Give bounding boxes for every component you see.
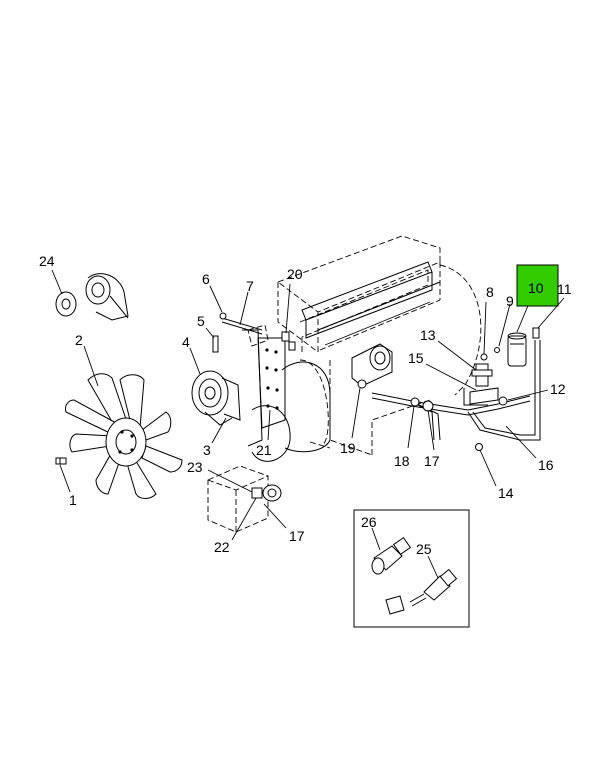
callout-21: 21 bbox=[256, 442, 272, 458]
callout-24: 24 bbox=[39, 253, 55, 269]
callout-17-lower: 17 bbox=[289, 528, 305, 544]
part-5-stud bbox=[212, 335, 219, 353]
highlight-box-10 bbox=[516, 264, 559, 307]
part-13-sensor bbox=[469, 363, 499, 405]
callout-12: 12 bbox=[550, 381, 566, 397]
timing-cover bbox=[242, 329, 331, 453]
callout-22: 22 bbox=[214, 539, 230, 555]
callout-11: 11 bbox=[557, 281, 572, 297]
callout-25: 25 bbox=[416, 541, 432, 557]
callout-17: 17 bbox=[424, 453, 440, 469]
part-21-gasket bbox=[251, 337, 291, 462]
part-24-pulley-pump bbox=[55, 273, 129, 321]
part-1-bolt bbox=[55, 457, 67, 465]
callout-13: 13 bbox=[420, 327, 436, 343]
callout-3: 3 bbox=[203, 442, 211, 458]
callout-14: 14 bbox=[498, 485, 514, 501]
part-19-thermostat-housing bbox=[351, 343, 393, 389]
part-26-sensor bbox=[371, 536, 412, 575]
leader-lines bbox=[51, 269, 565, 579]
part-8-fitting bbox=[480, 353, 488, 361]
detail-block-22-23 bbox=[207, 465, 282, 533]
callout-19: 19 bbox=[340, 440, 356, 456]
callout-15: 15 bbox=[408, 350, 424, 366]
part-7-bracket bbox=[219, 312, 263, 335]
callout-4: 4 bbox=[182, 334, 190, 350]
part-20-fitting bbox=[281, 331, 296, 351]
part-25-sensor bbox=[385, 568, 458, 615]
callout-26: 26 bbox=[361, 514, 377, 530]
inset-detail-box bbox=[353, 509, 470, 628]
part-9-fitting bbox=[494, 347, 500, 353]
callout-10: 10 bbox=[528, 280, 544, 296]
callout-7: 7 bbox=[246, 278, 254, 294]
callout-8: 8 bbox=[486, 284, 494, 300]
callout-18: 18 bbox=[394, 453, 410, 469]
callout-20: 20 bbox=[287, 266, 303, 282]
rocker-cover bbox=[301, 261, 441, 346]
callout-16: 16 bbox=[538, 457, 554, 473]
part-10-filter bbox=[507, 332, 527, 367]
callout-2: 2 bbox=[75, 332, 83, 348]
callout-9: 9 bbox=[506, 293, 514, 309]
callout-6: 6 bbox=[202, 271, 210, 287]
part-2-fan bbox=[65, 373, 183, 499]
callout-labels: 1 2 3 4 5 6 7 8 9 10 11 12 13 14 15 16 1… bbox=[39, 253, 572, 557]
part-11-elbow bbox=[532, 327, 540, 339]
part-4-water-pump bbox=[191, 370, 241, 426]
callout-1: 1 bbox=[69, 492, 77, 508]
callout-5: 5 bbox=[197, 313, 205, 329]
engine-block bbox=[247, 235, 482, 456]
part-14-bolt bbox=[475, 443, 483, 451]
coolant-tubes bbox=[371, 340, 541, 441]
callout-23: 23 bbox=[187, 459, 203, 475]
